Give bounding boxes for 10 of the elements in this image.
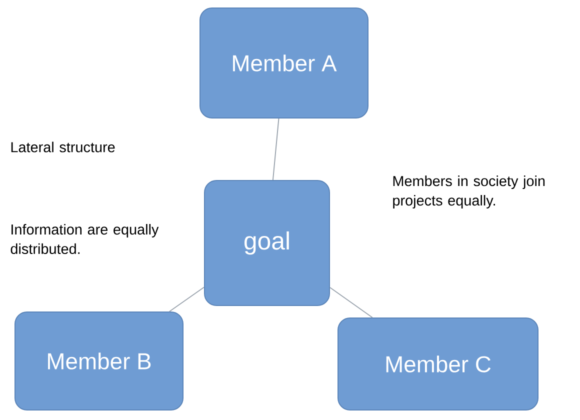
connector-line [272,118,280,180]
note-text: Lateral structure [11,142,115,152]
rounded-box: Member A [200,8,368,118]
connector-line [168,286,204,312]
rounded-box: goal [204,180,330,306]
connector-line [330,287,373,318]
rounded-box: Member B [14,312,184,410]
rounded-box: Member C [338,318,538,410]
note-text: Members in society join projects equally. [393,176,545,208]
note-text: Information are equally distributed. [10,224,159,254]
